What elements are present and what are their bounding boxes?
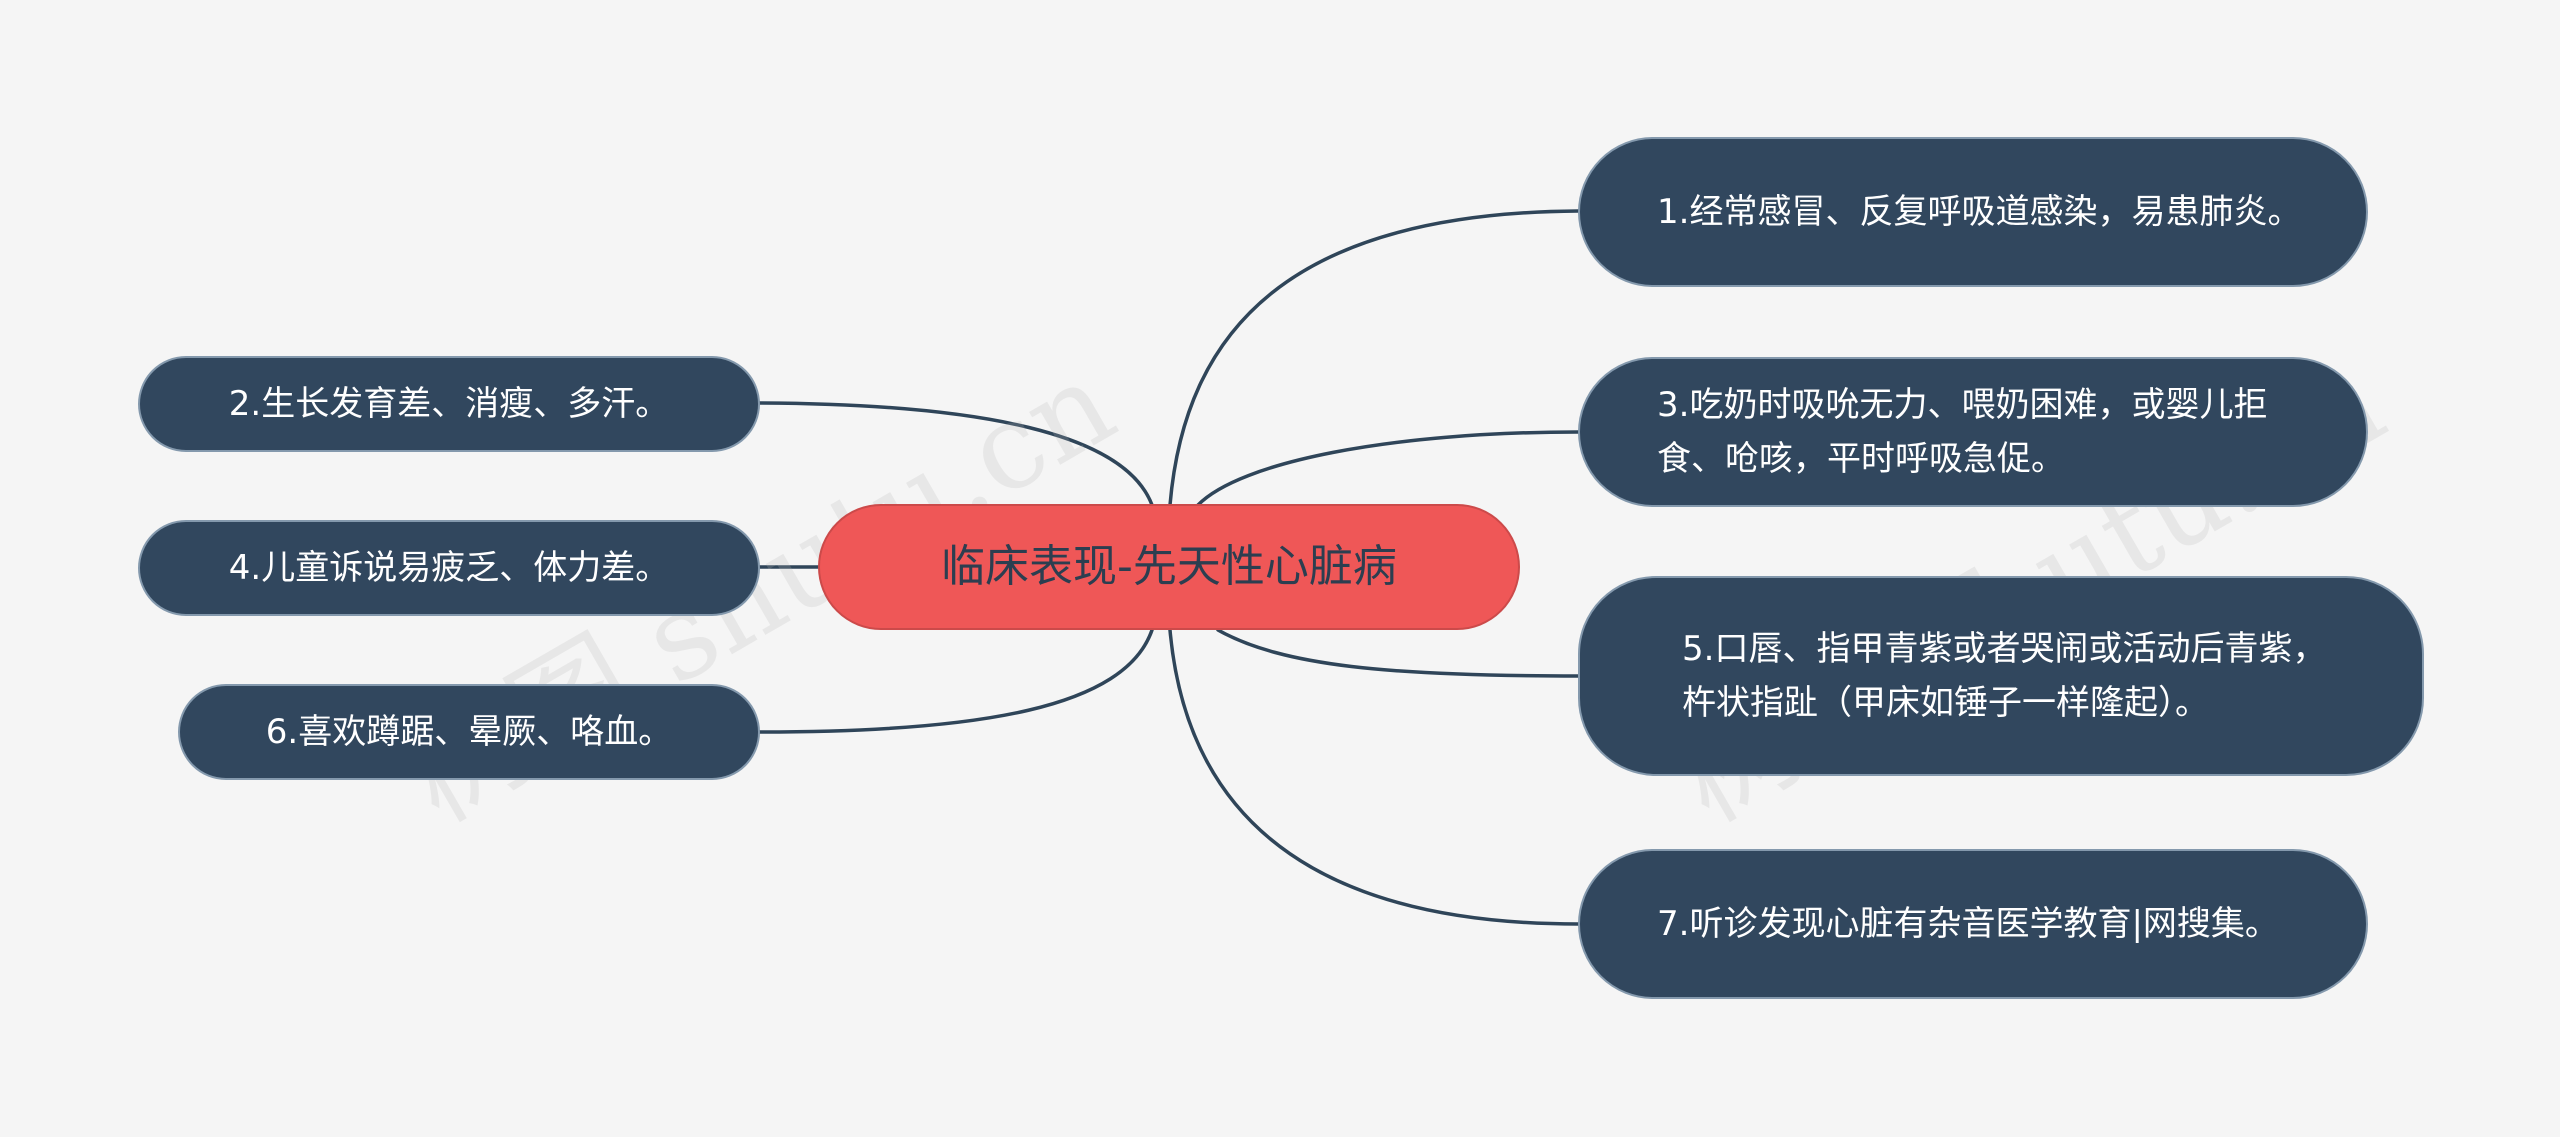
branch-node-label: 6.喜欢蹲踞、晕厥、咯血。: [265, 712, 673, 752]
branch-node-right-7[interactable]: 7.听诊发现心脏有杂音医学教育|网搜集。: [1578, 849, 2368, 999]
branch-node-right-1[interactable]: 1.经常感冒、反复呼吸道感染，易患肺炎。: [1578, 137, 2368, 287]
branch-node-right-5[interactable]: 5.口唇、指甲青紫或者哭闹或活动后青紫，杵状指趾（甲床如锤子一样隆起）。: [1578, 576, 2424, 776]
branch-node-label: 1.经常感冒、反复呼吸道感染，易患肺炎。: [1657, 192, 2302, 232]
connector-right-3: [1196, 430, 1580, 507]
connector-right-1: [1168, 209, 1580, 507]
branch-node-label: 7.听诊发现心脏有杂音医学教育|网搜集。: [1657, 904, 2279, 944]
branch-node-left-2[interactable]: 2.生长发育差、消瘦、多汗。: [138, 356, 760, 452]
branch-node-label: 5.口唇、指甲青紫或者哭闹或活动后青紫，杵状指趾（甲床如锤子一样隆起）。: [1682, 629, 2327, 723]
branch-node-right-3[interactable]: 3.吃奶时吸吮无力、喂奶困难，或婴儿拒食、呛咳，平时呼吸急促。: [1578, 357, 2368, 507]
connector-right-7: [1168, 628, 1580, 926]
branch-node-label: 3.吃奶时吸吮无力、喂奶困难，或婴儿拒食、呛咳，平时呼吸急促。: [1657, 385, 2268, 479]
root-node-label: 临床表现-先天性心脏病: [941, 541, 1397, 592]
branch-node-label: 2.生长发育差、消瘦、多汗。: [228, 384, 670, 424]
branch-node-left-6[interactable]: 6.喜欢蹲踞、晕厥、咯血。: [178, 684, 760, 780]
branch-node-left-4[interactable]: 4.儿童诉说易疲乏、体力差。: [138, 520, 760, 616]
connector-left-2: [758, 401, 1154, 507]
root-node[interactable]: 临床表现-先天性心脏病: [818, 504, 1520, 630]
branch-node-label: 4.儿童诉说易疲乏、体力差。: [228, 548, 670, 588]
connector-left-6: [758, 628, 1154, 734]
connector-right-5: [1216, 628, 1580, 678]
